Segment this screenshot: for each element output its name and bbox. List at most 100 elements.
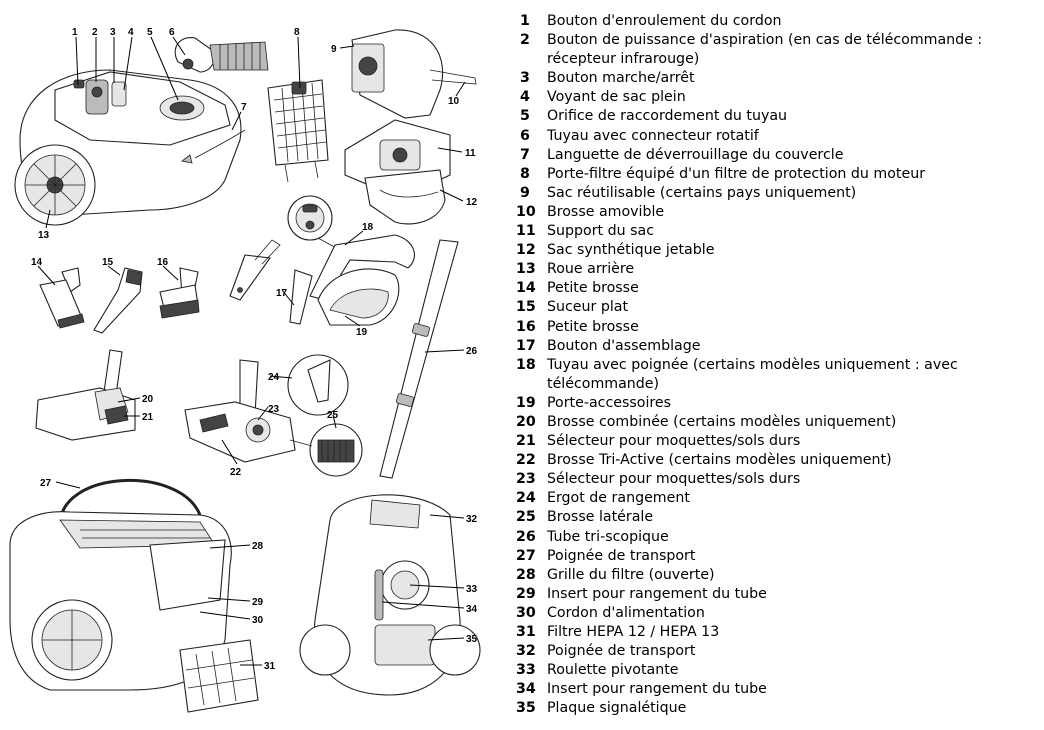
- legend-number: 1: [520, 13, 530, 29]
- legend-text: Brosse latérale: [547, 509, 654, 526]
- legend-item: 28 Grille du filtre (ouverte): [516, 566, 1036, 585]
- callout-6: 6: [169, 27, 175, 38]
- legend-number: 31: [516, 624, 536, 640]
- legend-text: Brosse combinée (certains modèles unique…: [547, 413, 897, 430]
- legend-text: Brosse amovible: [547, 203, 665, 220]
- diagram-illustration: 1 2 3 4 5 6 7 8 9 10 11 12 13 14 15 16 1…: [9, 27, 481, 713]
- legend-text: Sélecteur pour moquettes/sols durs: [547, 433, 801, 450]
- callout-22: 22: [230, 467, 242, 478]
- callout-20: 20: [142, 394, 154, 405]
- callout-32: 32: [466, 514, 478, 525]
- callout-19: 19: [356, 327, 368, 338]
- vacuum-cleaner-diagram: 1 2 3 4 5 6 7 8 9 10 11 12 13 14 15 16 1…: [0, 0, 500, 730]
- crevice-tool-15: [93, 267, 143, 334]
- callout-33: 33: [466, 584, 478, 595]
- legend-number: 9: [520, 184, 530, 201]
- filter-holder: [267, 79, 329, 183]
- callout-7: 7: [241, 102, 247, 113]
- legend-number: 7: [520, 146, 530, 163]
- legend-number: 16: [516, 318, 536, 335]
- legend-text: Petite brosse: [547, 318, 639, 335]
- legend-number: 22: [516, 452, 536, 469]
- legend-item: 22 Brosse Tri-Active (certains modèles un…: [516, 451, 1036, 470]
- leader-lines: [37, 36, 466, 666]
- legend-text: Bouton de puissance d'aspiration (en cas…: [547, 32, 983, 68]
- legend-number: 13: [516, 261, 536, 278]
- legend-item: 10 Brosse amovible: [516, 203, 1036, 222]
- legend-text: Porte-accessoires: [547, 394, 672, 411]
- legend-item: 27 Poignée de transport: [516, 547, 1036, 566]
- legend-text: Poignée de transport: [547, 547, 696, 564]
- legend-number: 30: [516, 604, 536, 621]
- legend-text: Poignée de transport: [547, 643, 696, 660]
- legend-text: Voyant de sac plein: [547, 89, 686, 106]
- legend-number: 34: [516, 681, 536, 698]
- legend-text: Bouton marche/arrêt: [547, 70, 695, 87]
- legend-text: Suceur plat: [547, 299, 629, 316]
- legend-text: Sac synthétique jetable: [547, 242, 715, 259]
- legend-number: 33: [516, 662, 536, 679]
- callout-8: 8: [294, 27, 300, 38]
- legend-text: Petite brosse: [547, 280, 639, 297]
- legend-text: Sélecteur pour moquettes/sols durs: [547, 471, 801, 488]
- legend-item: 34 Insert pour rangement du tube: [516, 680, 1036, 699]
- tube-assembly: [229, 239, 313, 325]
- legend-text: Grille du filtre (ouverte): [547, 566, 715, 583]
- legend-item: 30 Cordon d'alimentation: [516, 604, 1036, 623]
- legend-number: 11: [516, 223, 536, 240]
- legend-text: Languette de déverrouillage du couvercle: [547, 146, 844, 163]
- legend-text: Brosse Tri-Active (certains modèles uniq…: [547, 452, 892, 469]
- legend-number: 35: [516, 700, 536, 717]
- callout-27: 27: [40, 478, 52, 489]
- callout-21: 21: [142, 412, 154, 423]
- legend-number: 24: [516, 490, 536, 507]
- legend-text: Tuyau avec connecteur rotatif: [547, 127, 759, 144]
- legend-text: Insert pour rangement du tube: [547, 585, 767, 602]
- legend-number: 12: [516, 242, 536, 259]
- legend-number: 20: [516, 413, 536, 430]
- legend-item: 32 Poignée de transport: [516, 642, 1036, 661]
- legend-number: 26: [516, 528, 536, 545]
- legend-text: Tuyau avec poignée (certains modèles uni…: [547, 356, 958, 392]
- callout-4: 4: [128, 27, 134, 38]
- hose-connector: [174, 37, 269, 73]
- callout-18: 18: [362, 222, 374, 233]
- callout-31: 31: [264, 661, 276, 672]
- legend-number: 5: [520, 108, 530, 125]
- legend-number: 23: [516, 471, 536, 488]
- callout-5: 5: [147, 27, 153, 38]
- callout-28: 28: [252, 541, 264, 552]
- bag-holder: [344, 119, 451, 225]
- legend-number: 32: [516, 643, 536, 660]
- vacuum-rear-view: [299, 494, 481, 696]
- legend-text: Cordon d'alimentation: [547, 604, 705, 621]
- callout-34: 34: [466, 604, 478, 615]
- callout-9: 9: [331, 44, 337, 55]
- callout-25: 25: [327, 410, 339, 421]
- legend-number: 27: [516, 547, 536, 564]
- callout-30: 30: [252, 615, 264, 626]
- legend-number: 10: [516, 203, 536, 220]
- legend-text: Insert pour rangement du tube: [547, 681, 767, 698]
- small-brush-16: [159, 267, 200, 319]
- combination-brush: [35, 349, 136, 441]
- callout-16: 16: [157, 257, 169, 268]
- legend-item: 16 Petite brosse: [516, 318, 1036, 337]
- callout-14: 14: [31, 257, 43, 268]
- telescopic-tube: [379, 239, 459, 479]
- legend-number: 28: [516, 566, 536, 583]
